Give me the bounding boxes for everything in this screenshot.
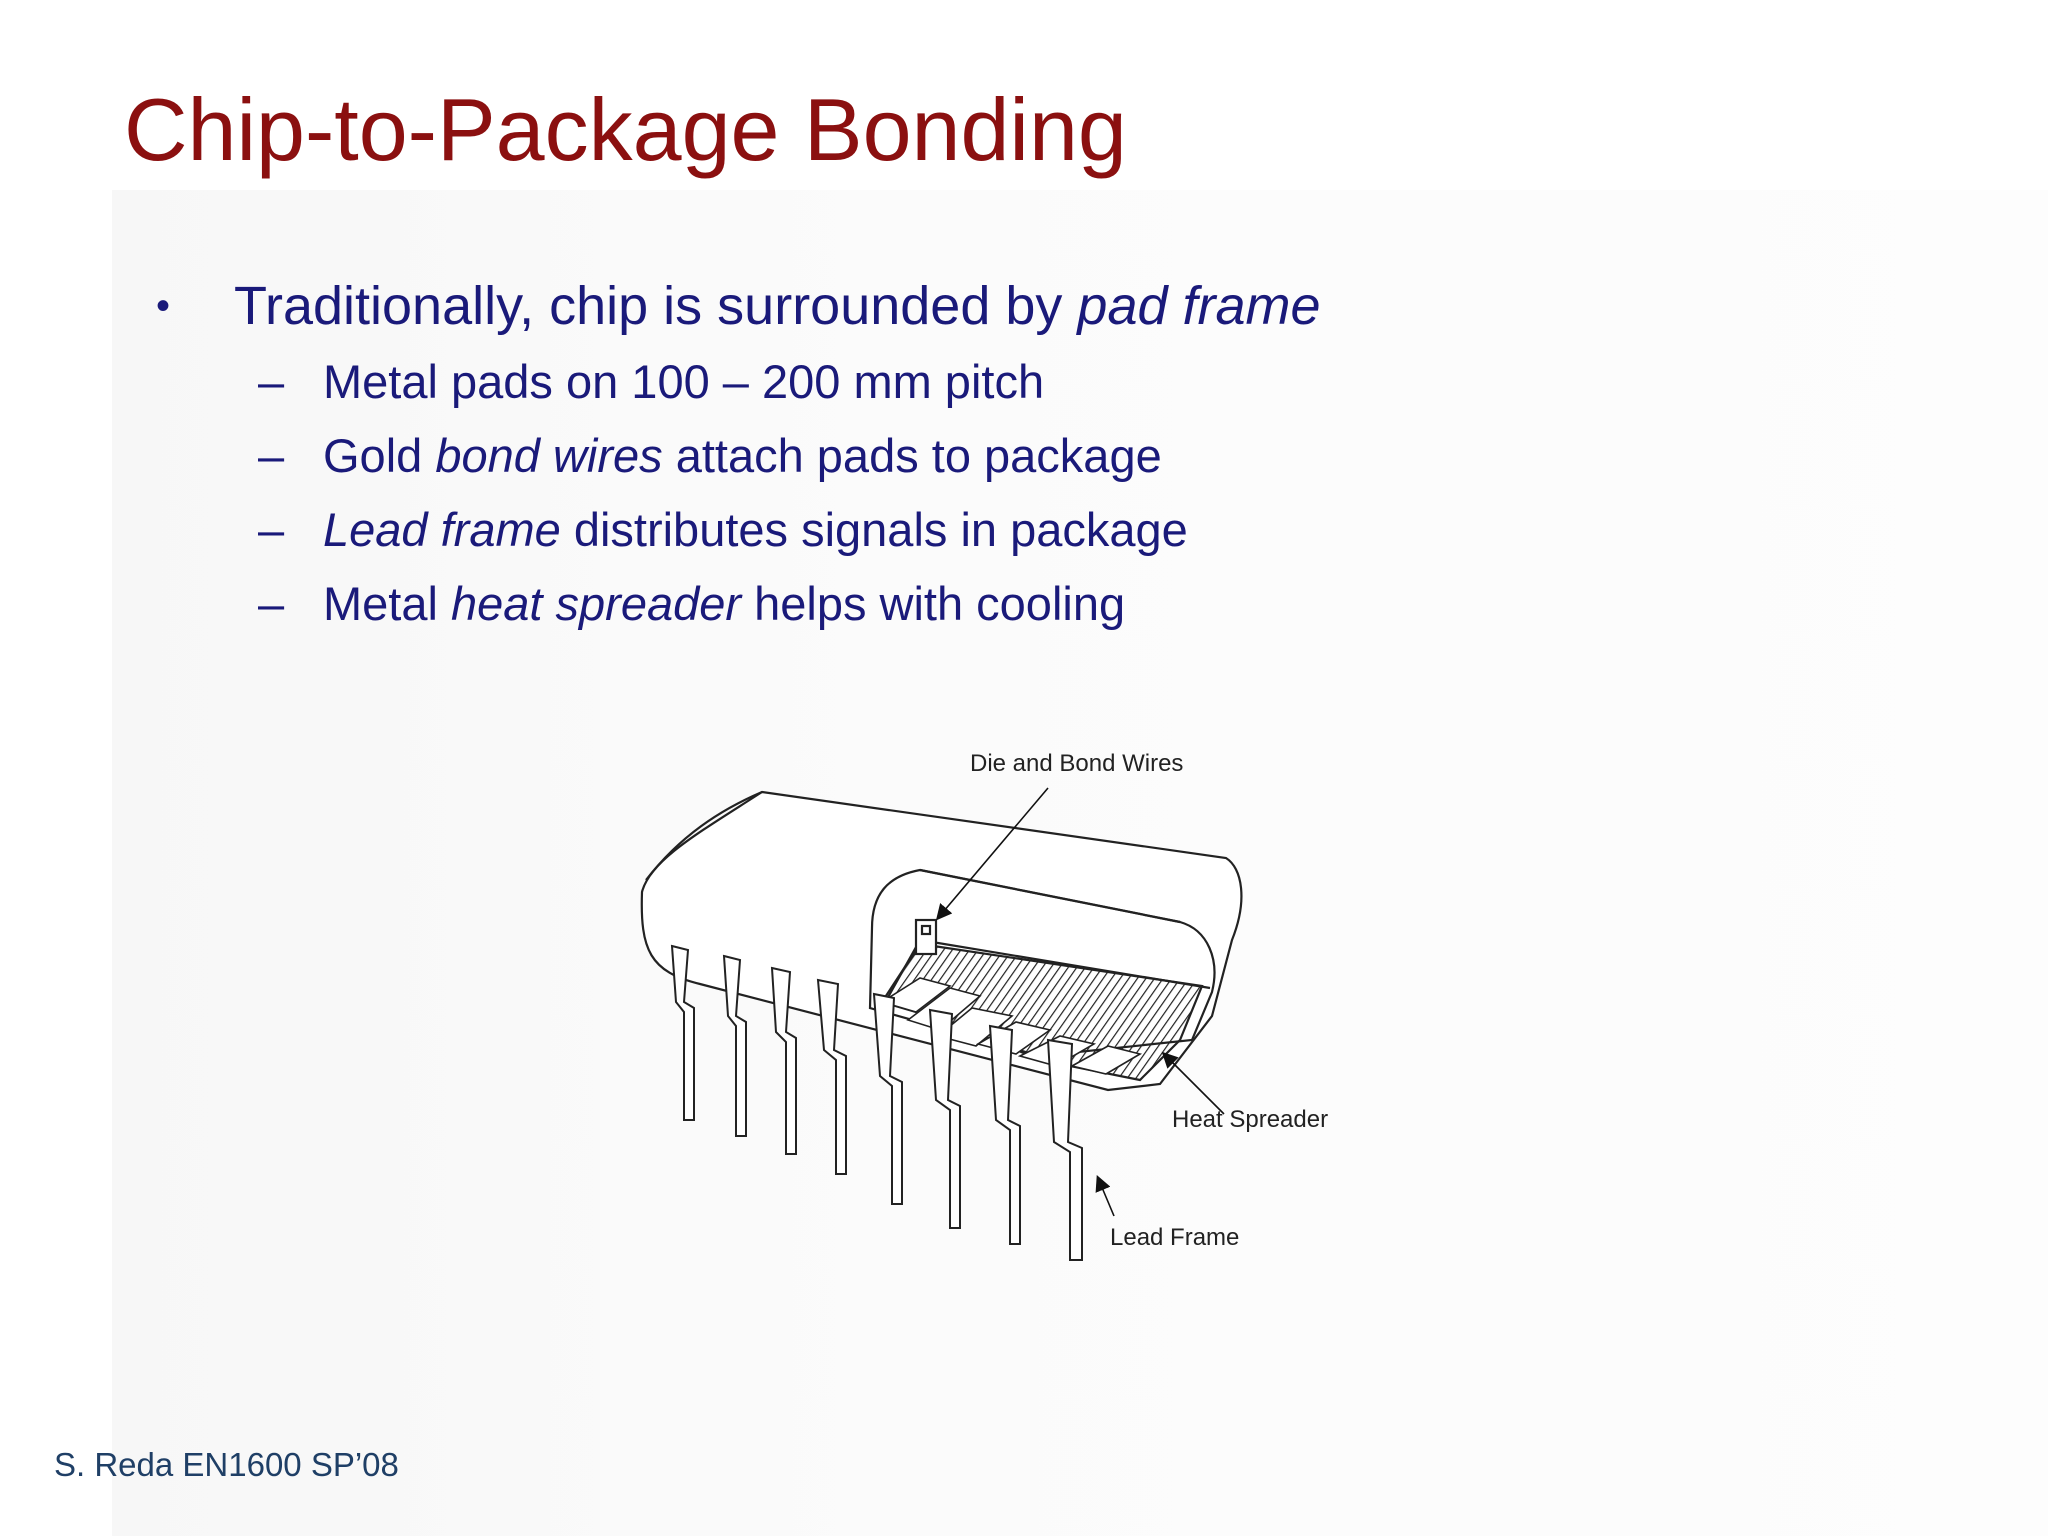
leads xyxy=(670,944,1083,1261)
dip-package-diagram: Die and Bond Wires Heat Spreader Lead Fr… xyxy=(620,740,1380,1270)
pointer-lines xyxy=(935,787,1225,1217)
label-die-bond-wires: Die and Bond Wires xyxy=(970,750,1184,777)
sub-bullet-text: Metal pads on 100 – 200 mm pitch xyxy=(323,355,1045,408)
sub-bullet-item: Metal pads on 100 – 200 mm pitch xyxy=(323,354,1044,410)
sub-bullet-text: Gold xyxy=(323,429,436,482)
slide-footer: S. Reda EN1600 SP’08 xyxy=(54,1446,399,1483)
label-lead-frame: Lead Frame xyxy=(1110,1224,1240,1251)
sub-bullet-item: Lead frame distributes signals in packag… xyxy=(323,502,1188,558)
sub-bullet-dash: – xyxy=(258,429,285,482)
sub-bullet-text-after: distributes signals in package xyxy=(560,503,1188,556)
sub-bullet-text-after: helps with cooling xyxy=(741,577,1126,630)
sub-bullet-dash: – xyxy=(258,577,285,630)
bullet-main-text: Traditionally, chip is surrounded by xyxy=(234,276,1078,336)
bullet-marker: • xyxy=(156,284,171,328)
sub-bullet-italic: heat spreader xyxy=(451,577,742,630)
dip-package-drawing xyxy=(640,787,1243,1261)
sub-bullet-item: Gold bond wires attach pads to package xyxy=(323,428,1162,484)
sub-bullet-dash: – xyxy=(258,355,285,408)
sub-bullet-italic: Lead frame xyxy=(323,503,561,556)
cutaway-window xyxy=(868,868,1216,1082)
sub-bullet-dash: – xyxy=(258,503,285,556)
sub-bullet-italic: bond wires xyxy=(435,429,663,482)
sub-bullet-item: Metal heat spreader helps with cooling xyxy=(323,576,1125,632)
bullet-main: Traditionally, chip is surrounded by pad… xyxy=(234,274,1321,338)
label-heat-spreader: Heat Spreader xyxy=(1172,1106,1329,1133)
sub-bullet-text: Metal xyxy=(323,577,451,630)
slide-title: Chip-to-Package Bonding xyxy=(124,80,1127,179)
sub-bullet-text-after: attach pads to package xyxy=(662,429,1162,482)
bullet-main-italic: pad frame xyxy=(1077,276,1321,336)
